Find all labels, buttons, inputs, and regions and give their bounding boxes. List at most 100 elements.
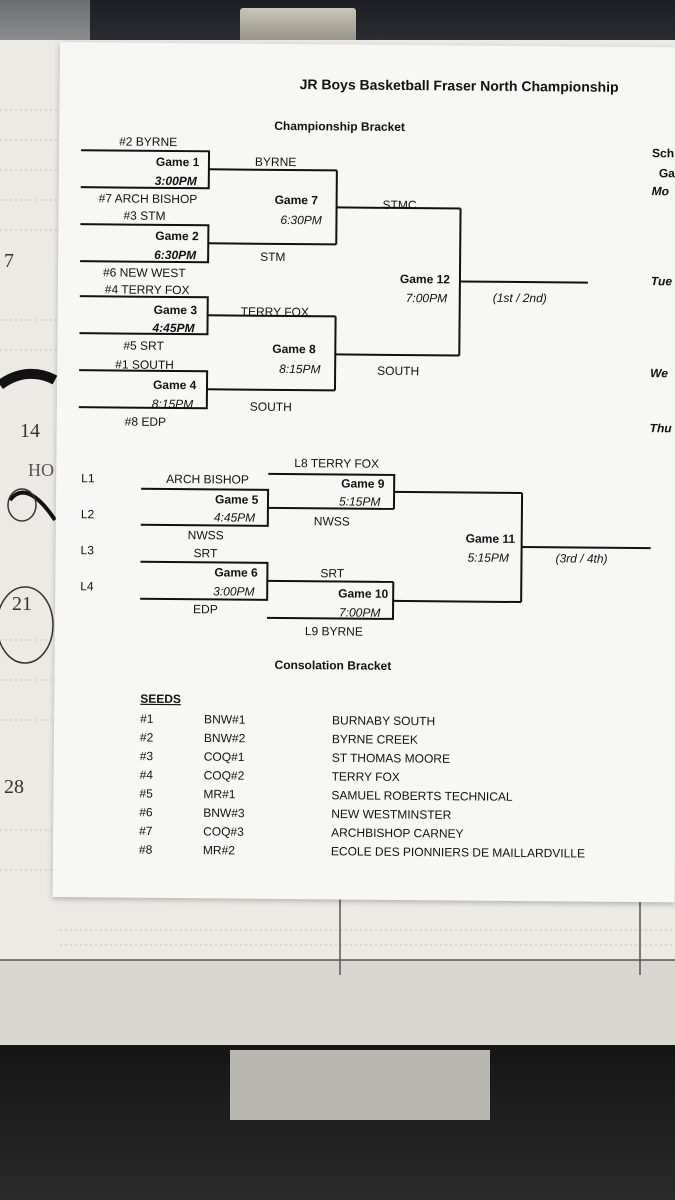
winner-label: TERRY FOX: [241, 305, 309, 320]
team-label: NWSS: [188, 528, 224, 542]
schedule-fragment: Ga: [659, 166, 675, 180]
schedule-fragment: We: [650, 366, 668, 380]
team-label: #5 SRT: [123, 339, 164, 353]
winner-label: SOUTH: [377, 364, 419, 378]
game-time: 6:30PM: [280, 213, 321, 227]
game-label: Game 1: [156, 155, 200, 169]
planner-day-number: 7: [4, 250, 14, 272]
seed-code-cell: MR#2: [203, 843, 235, 857]
seed-code-cell: COQ#2: [204, 768, 245, 782]
loser-slot: L2: [81, 507, 95, 521]
team-label: ARCH BISHOP: [166, 472, 249, 487]
final-result-label: (1st / 2nd): [493, 291, 547, 305]
seed-school-cell: SAMUEL ROBERTS TECHNICAL: [331, 788, 513, 804]
game-label: Game 10: [338, 586, 388, 600]
loser-slot: L4: [80, 579, 94, 593]
seed-school-cell: ECOLE DES PIONNIERS DE MAILLARDVILLE: [331, 844, 585, 860]
seed-school-cell: NEW WESTMINSTER: [331, 807, 451, 822]
loser-slot: L1: [81, 471, 95, 485]
loser-slot: L3: [81, 543, 95, 557]
game-label: Game 8: [272, 342, 316, 356]
schedule-fragment: Sch: [652, 146, 674, 160]
team-label: #1 SOUTH: [115, 357, 174, 372]
seeds-table: #1 BNW#1 BURNABY SOUTH #2 BNW#2 BYRNE CREEK #3…: [139, 712, 585, 861]
winner-label: STMC: [383, 198, 417, 212]
seed-school-cell: TERRY FOX: [332, 769, 400, 784]
game-label: Game 5: [215, 492, 259, 506]
planner-day-number: 21: [12, 593, 32, 615]
planner-lower-page: [0, 960, 675, 1050]
championship-bracket-label: Championship Bracket: [274, 119, 405, 134]
winner-label: NWSS: [314, 514, 350, 528]
game-time: 8:15PM: [279, 362, 320, 376]
final-result-label: (3rd / 4th): [555, 551, 607, 565]
bracket-sheet: JR Boys Basketball Fraser North Champion…: [52, 42, 675, 903]
team-label: #7 ARCH BISHOP: [99, 191, 198, 206]
bracket-drawing: JR Boys Basketball Fraser North Champion…: [78, 76, 675, 861]
winner-label: SOUTH: [250, 400, 292, 414]
game-time: 5:15PM: [339, 494, 380, 508]
seed-seed-cell: #4: [140, 768, 154, 782]
seed-seed-cell: #1: [140, 712, 154, 726]
seed-school-cell: ST THOMAS MOORE: [332, 751, 450, 766]
page-title: JR Boys Basketball Fraser North Champion…: [300, 76, 619, 95]
game-label: Game 4: [153, 378, 197, 392]
game-label: Game 3: [154, 303, 198, 317]
game-time: 3:00PM: [213, 584, 254, 598]
team-label: #6 NEW WEST: [103, 265, 186, 280]
game-time: 8:15PM: [152, 397, 193, 411]
laptop-clip: [240, 8, 356, 46]
team-label: EDP: [193, 602, 218, 616]
winner-label: SRT: [320, 566, 345, 580]
planner-day-number: 28: [4, 776, 24, 798]
planner-handwriting: HO: [28, 460, 54, 480]
game-time: 7:00PM: [406, 291, 447, 305]
seed-seed-cell: #7: [139, 824, 153, 838]
seed-code-cell: BNW#2: [204, 731, 246, 745]
tray-slot: [230, 1050, 490, 1120]
game-label: Game 9: [341, 476, 385, 490]
seed-seed-cell: #3: [140, 749, 154, 763]
seed-code-cell: BNW#3: [203, 806, 245, 820]
game-time: 7:00PM: [339, 605, 380, 619]
winner-label: STM: [260, 250, 285, 264]
team-label: #3 STM: [123, 209, 165, 223]
seed-school-cell: ARCHBISHOP CARNEY: [331, 826, 464, 841]
schedule-fragment: Tue: [651, 274, 673, 288]
consolation-bracket-lines: [140, 472, 651, 620]
team-label: #4 TERRY FOX: [105, 282, 190, 297]
schedule-fragment: Mo: [652, 184, 669, 198]
game-label: Game 7: [275, 193, 319, 207]
schedule-fragment: Thu: [650, 421, 673, 435]
game-time: 3:00PM: [155, 174, 198, 188]
team-label: #2 BYRNE: [119, 135, 177, 150]
game-label: Game 11: [466, 532, 516, 546]
team-label: SRT: [193, 546, 218, 560]
seed-school-cell: BURNABY SOUTH: [332, 713, 435, 728]
team-label: #8 EDP: [125, 415, 166, 429]
seed-school-cell: BYRNE CREEK: [332, 732, 418, 747]
team-label: L8 TERRY FOX: [294, 456, 379, 471]
winner-label: BYRNE: [255, 155, 296, 169]
game-time: 6:30PM: [154, 248, 197, 262]
seed-seed-cell: #8: [139, 843, 153, 857]
seed-code-cell: MR#1: [203, 787, 235, 801]
seed-code-cell: COQ#1: [204, 750, 245, 764]
game-time: 4:45PM: [214, 510, 255, 524]
team-label: L9 BYRNE: [305, 624, 363, 639]
consolation-bracket-label: Consolation Bracket: [275, 658, 392, 673]
game-label: Game 12: [400, 272, 450, 286]
seed-seed-cell: #6: [139, 805, 153, 819]
seeds-header: SEEDS: [140, 692, 181, 706]
game-time: 5:15PM: [467, 551, 508, 565]
seed-seed-cell: #2: [140, 730, 154, 744]
championship-bracket-lines: [78, 149, 588, 410]
game-label: Game 2: [155, 229, 199, 243]
game-time: 4:45PM: [151, 321, 195, 335]
seed-code-cell: BNW#1: [204, 712, 246, 726]
seed-seed-cell: #5: [139, 787, 153, 801]
game-label: Game 6: [214, 565, 258, 579]
planner-day-number: 14: [20, 420, 40, 442]
